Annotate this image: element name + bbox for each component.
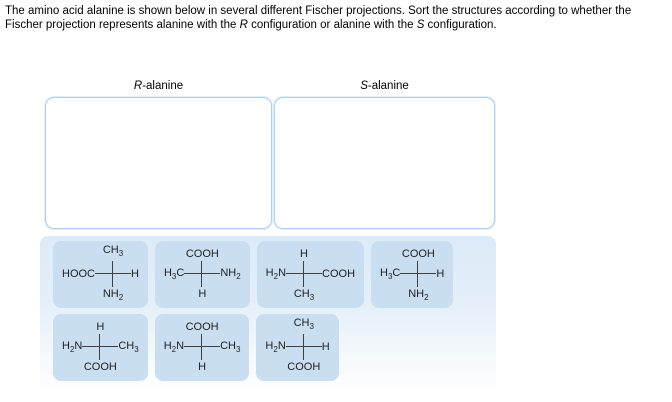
r-alanine-dropzone[interactable] — [45, 97, 272, 229]
substituent-bottom: COOH — [287, 361, 321, 373]
bin-r-label: R-alanine — [45, 80, 272, 97]
substituent-right: H — [131, 268, 139, 280]
fischer-cross — [286, 260, 323, 288]
fischer-projection: H H2N COOH CH3 — [266, 246, 355, 302]
substituent-top: COOH — [401, 248, 435, 260]
substituent-top: CH3 — [293, 316, 314, 331]
substituent-right: CH3 — [118, 339, 139, 355]
substituent-left: H2N — [163, 339, 185, 355]
substituent-left: H2N — [265, 339, 286, 355]
question-part2: configuration or alanine with the — [247, 19, 417, 31]
fischer-cross — [285, 333, 322, 361]
substituent-top: H — [300, 248, 308, 260]
substituent-bottom: CH3 — [293, 288, 315, 303]
fischer-projection: H H2N CH3 COOH — [62, 319, 139, 375]
substituent-top: CH3 — [102, 243, 124, 258]
fischer-cross — [184, 333, 221, 361]
bin-s-label-rest: -alanine — [367, 80, 409, 92]
structure-card-1[interactable]: CH3 HOOC H NH2 — [53, 241, 148, 308]
fischer-projection: COOH H2N CH3 H — [164, 319, 241, 375]
substituent-bottom: H — [198, 361, 207, 373]
substituent-right: CH3 — [220, 339, 241, 355]
question-part3: configuration. — [424, 19, 497, 31]
substituent-top: H — [96, 321, 105, 333]
question-italic-r: R — [239, 19, 248, 31]
substituent-right: H — [436, 268, 445, 280]
substituent-left: H3C — [380, 266, 401, 282]
question-italic-s: S — [416, 19, 425, 31]
substituent-right: NH2 — [220, 266, 241, 282]
substituent-left: H2N — [62, 339, 83, 355]
substituent-top: COOH — [185, 321, 219, 333]
bin-s-label-italic: S — [360, 80, 368, 92]
structure-card-2[interactable]: COOH H3C NH2 H — [154, 241, 250, 308]
substituent-right: H — [321, 341, 330, 353]
substituent-bottom: H — [198, 288, 207, 300]
fischer-cross — [400, 260, 437, 288]
bank-row-1: CH3 HOOC H NH2 COOH H3C NH2 H H H2N COOH — [53, 236, 496, 308]
substituent-right: COOH — [322, 268, 356, 280]
substituent-left: H2N — [265, 266, 287, 282]
substituent-left: H3C — [163, 266, 185, 282]
structure-card-6[interactable]: COOH H2N CH3 H — [154, 314, 250, 381]
fischer-cross — [82, 333, 119, 361]
bin-s-alanine: S-alanine — [274, 80, 495, 229]
question-part1: The amino acid alanine is shown below in… — [5, 5, 632, 31]
substituent-bottom: NH2 — [102, 288, 124, 303]
bin-r-alanine: R-alanine — [45, 80, 272, 229]
substituent-top: COOH — [185, 248, 219, 260]
fischer-projection: CH3 H2N H COOH — [265, 316, 330, 375]
bank-row-2: H H2N CH3 COOH COOH H2N CH3 H CH3 H2N H — [53, 314, 496, 381]
structure-bank: CH3 HOOC H NH2 COOH H3C NH2 H H H2N COOH — [40, 236, 496, 400]
structure-card-3[interactable]: H H2N COOH CH3 — [256, 241, 365, 308]
substituent-bottom: COOH — [83, 361, 117, 373]
fischer-projection: COOH H3C NH2 H — [164, 246, 241, 302]
bin-s-label: S-alanine — [274, 80, 495, 97]
substituent-left: HOOC — [62, 268, 95, 280]
substituent-bottom: NH2 — [408, 288, 429, 303]
fischer-projection: CH3 HOOC H NH2 — [62, 243, 139, 303]
fischer-cross — [184, 260, 221, 288]
question-text: The amino acid alanine is shown below in… — [5, 4, 661, 32]
structure-card-7[interactable]: CH3 H2N H COOH — [256, 314, 339, 381]
bin-r-label-rest: -alanine — [142, 80, 184, 92]
fischer-projection: COOH H3C H NH2 — [380, 246, 444, 302]
structure-card-4[interactable]: COOH H3C H NH2 — [371, 241, 454, 308]
bin-r-label-italic: R — [133, 80, 143, 92]
s-alanine-dropzone[interactable] — [274, 97, 495, 229]
structure-card-5[interactable]: H H2N CH3 COOH — [53, 314, 148, 381]
fischer-cross — [95, 260, 131, 288]
